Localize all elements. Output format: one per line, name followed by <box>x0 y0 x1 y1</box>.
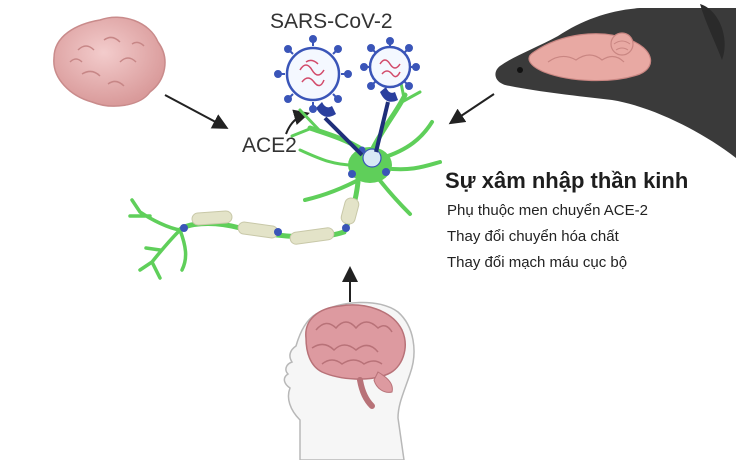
mouse-head-icon <box>495 4 736 158</box>
section-heading: Sự xâm nhập thần kinh <box>445 168 689 193</box>
ace2-receptors <box>316 87 398 157</box>
point-vascular: Thay đổi mạch máu cục bộ <box>447 254 628 271</box>
point-chemical: Thay đổi chuyển hóa chất <box>447 228 619 245</box>
neuron-icon <box>128 76 442 280</box>
arrow-icon <box>448 93 495 125</box>
myelin-sheaths <box>191 197 360 245</box>
arrow-icon <box>164 94 229 129</box>
virus-icon <box>274 35 352 113</box>
organoid-icon <box>53 16 166 107</box>
human-head-icon <box>283 301 415 460</box>
point-ace2: Phụ thuộc men chuyển ACE-2 <box>447 202 648 219</box>
receptor-label: ACE2 <box>242 134 297 157</box>
virus-icon <box>360 37 420 90</box>
nucleus <box>362 148 382 168</box>
virus-label: SARS-CoV-2 <box>270 10 393 33</box>
